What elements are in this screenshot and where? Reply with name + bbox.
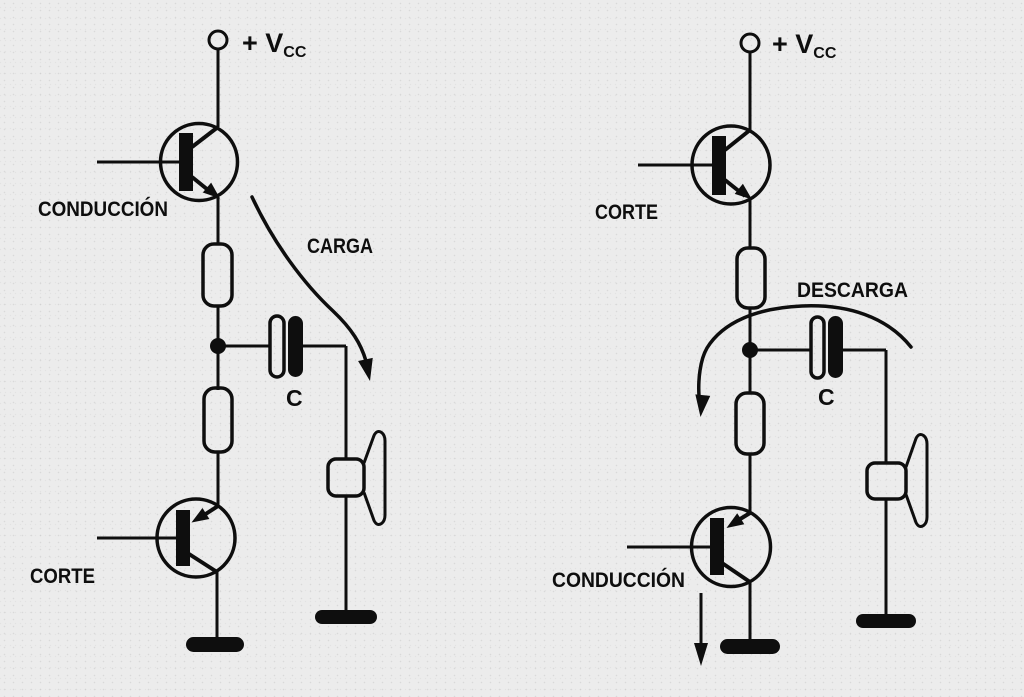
emitter-arrow-icon	[191, 507, 210, 523]
state-label-bottom: CORTE	[30, 565, 95, 588]
speaker-driver	[326, 457, 366, 498]
circuit-discharge: + VCC CORTE C	[552, 29, 929, 666]
capacitor-plate-right	[288, 316, 303, 377]
transistor-top-npn	[638, 124, 772, 206]
resistor-upper	[201, 242, 234, 308]
collector-lead	[190, 125, 220, 149]
collector-lead	[720, 561, 752, 584]
direction-arrowhead-icon	[694, 643, 708, 666]
flow-label: CARGA	[307, 235, 373, 258]
transistor-bottom-pnp	[627, 505, 773, 589]
transistor-top-npn	[97, 121, 240, 203]
capacitor-plate-left	[809, 315, 826, 380]
circuit-charge: + VCC CONDUCCIÓN C	[30, 28, 387, 652]
base-bar	[710, 518, 724, 575]
base-bar	[176, 510, 190, 566]
collector-lead	[187, 552, 219, 574]
collector-lead	[723, 128, 752, 152]
speaker	[315, 346, 387, 624]
base-bar	[179, 133, 193, 191]
discharge-direction-arrow	[694, 593, 708, 666]
state-label-top: CONDUCCIÓN	[38, 197, 168, 221]
vcc-label: + VCC	[772, 29, 837, 62]
flow-label: DESCARGA	[797, 279, 908, 302]
speaker-cone-icon	[362, 430, 387, 526]
capacitor	[750, 315, 886, 380]
speaker-cone-icon	[904, 433, 929, 528]
capacitor	[218, 314, 346, 379]
ground-symbol-speaker	[315, 610, 377, 624]
vcc-label: + VCC	[242, 28, 307, 61]
capacitor-label: C	[286, 385, 303, 411]
state-label-bottom: CONDUCCIÓN	[552, 568, 685, 592]
speaker	[856, 350, 929, 628]
ground-symbol-transistor	[186, 637, 244, 652]
discharge-current-arrow	[695, 304, 913, 417]
current-flow-curve	[250, 195, 368, 363]
resistor-upper	[735, 246, 767, 310]
resistor-lower	[202, 386, 234, 454]
emitter-arrow-icon	[726, 513, 745, 528]
charge-current-arrow	[250, 195, 373, 381]
base-bar	[712, 136, 726, 195]
vcc-terminal-icon	[207, 29, 229, 51]
capacitor-plate-right	[828, 316, 843, 378]
current-flow-arrowhead-icon	[358, 357, 373, 381]
vcc-terminal-icon	[739, 32, 761, 54]
resistor-lower	[734, 391, 766, 456]
capacitor-plate-left	[268, 314, 286, 379]
transistor-bottom-pnp	[97, 497, 237, 579]
ground-symbol-transistor	[720, 639, 780, 654]
emitter-arrow-icon	[202, 182, 220, 199]
emitter-arrow-icon	[734, 183, 752, 200]
current-flow-arrowhead-icon	[695, 394, 711, 417]
speaker-driver	[865, 461, 908, 501]
current-flow-curve	[697, 304, 913, 398]
ground-symbol-speaker	[856, 614, 916, 628]
state-label-top: CORTE	[595, 201, 658, 224]
capacitor-label: C	[818, 384, 835, 410]
